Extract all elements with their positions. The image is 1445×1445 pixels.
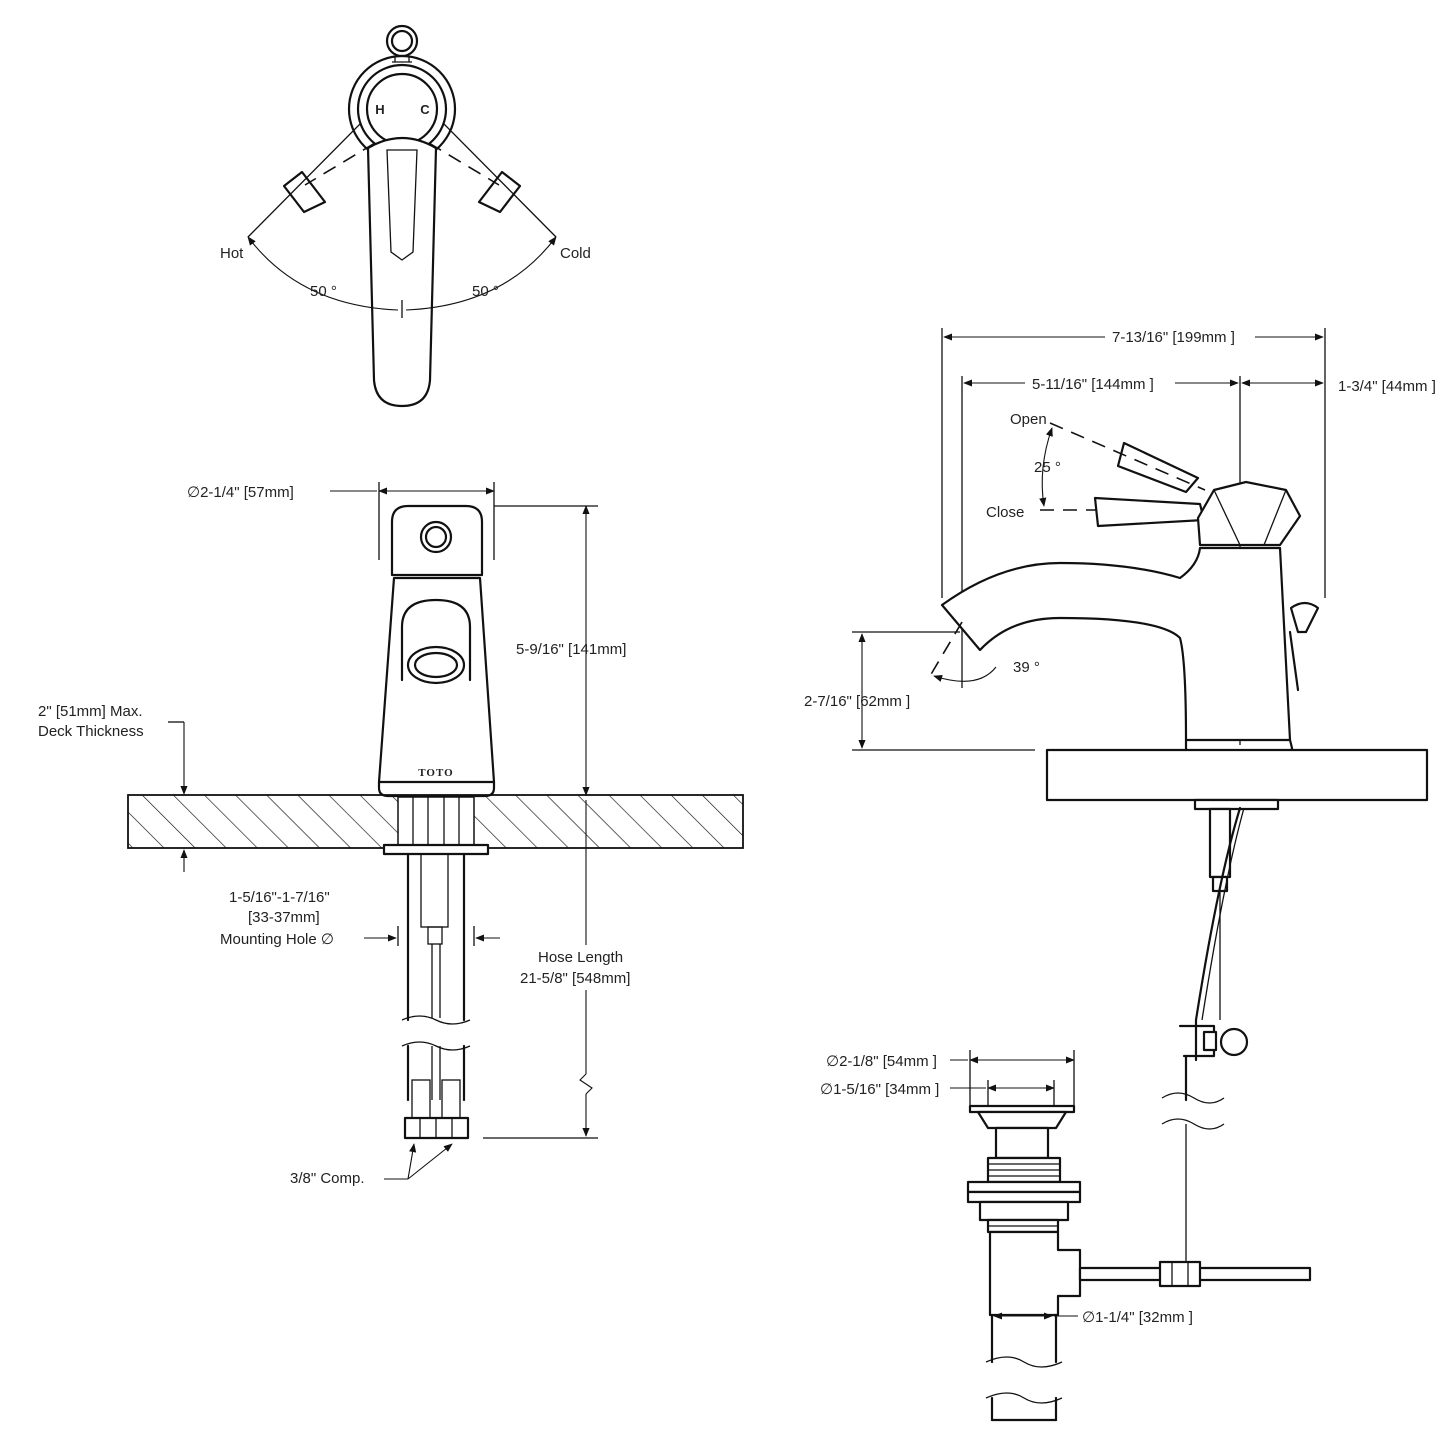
side-view: 7-13/16" [199mm ] 5-11/16" [144mm ] 1-3/… [804, 328, 1436, 1264]
cold-lever-ghost [477, 170, 522, 214]
mounting-hole-line2: [33-37mm] [248, 909, 320, 926]
lever-closed [1093, 496, 1206, 528]
drain-assembly: ∅2-1/8" [54mm ] ∅1-5/16" [34mm ] ∅1-1/4"… [820, 1050, 1312, 1422]
rear-offset-label: 1-3/4" [44mm ] [1338, 378, 1436, 395]
hot-angle-label: 50 ° [310, 283, 337, 300]
cold-mark: C [420, 102, 430, 117]
deck-thickness-line2: Deck Thickness [38, 723, 144, 740]
cold-angle-label: 50 ° [472, 283, 499, 300]
deck-thickness-line1: 2" [51mm] Max. [38, 703, 143, 720]
mounting-hole-line3: Mounting Hole ∅ [220, 931, 334, 948]
hose-length-line2: 21-5/8" [548mm] [520, 970, 630, 987]
hot-label: Hot [220, 245, 244, 262]
drain-body [988, 1230, 1082, 1317]
close-label: Close [986, 504, 1024, 521]
spout-reach-label: 5-11/16" [144mm ] [1032, 376, 1154, 393]
open-label: Open [1010, 411, 1047, 428]
hot-mark: H [375, 102, 384, 117]
flange-diameter-label: ∅2-1/8" [54mm ] [826, 1053, 937, 1070]
pivot-clip [1158, 1260, 1202, 1288]
front-diameter-label: ∅2-1/4" [57mm] [187, 484, 294, 501]
compression-label: 3/8" Comp. [290, 1170, 365, 1187]
toto-logo: TOTO [418, 767, 453, 779]
overall-length-label: 7-13/16" [199mm ] [1112, 329, 1235, 346]
front-height-label: 5-9/16" [141mm] [516, 641, 626, 658]
clip-screw [1219, 1027, 1249, 1057]
lever-angle-label: 25 ° [1034, 459, 1061, 476]
hot-lever-ghost [282, 170, 327, 214]
lever-handle [366, 137, 438, 408]
front-faucet-body [377, 576, 496, 784]
hose-length-line1: Hose Length [538, 949, 623, 966]
stopper-cap [968, 1104, 1076, 1114]
spout-height-label: 2-7/16" [62mm ] [804, 693, 910, 710]
cold-label: Cold [560, 245, 591, 262]
front-view: ∅2-1/4" [57mm] TOTO 5-9/16" [141mm] 2" [… [38, 482, 744, 1187]
tailpiece-diameter-label: ∅1-1/4" [32mm ] [1082, 1309, 1193, 1326]
top-view: H C Hot Cold 50 ° 50 ° [220, 24, 591, 408]
side-deck [1045, 748, 1429, 802]
side-faucet-body [940, 546, 1292, 742]
mounting-hole-line1: 1-5/16"-1-7/16" [229, 889, 330, 906]
popup-knob [1289, 601, 1320, 634]
side-handle-cap [1196, 480, 1302, 547]
front-handle-cap [390, 504, 484, 577]
spout-angle-label: 39 ° [1013, 659, 1040, 676]
lever-open-ghost [1116, 441, 1200, 494]
stopper-diameter-label: ∅1-5/16" [34mm ] [820, 1081, 939, 1098]
